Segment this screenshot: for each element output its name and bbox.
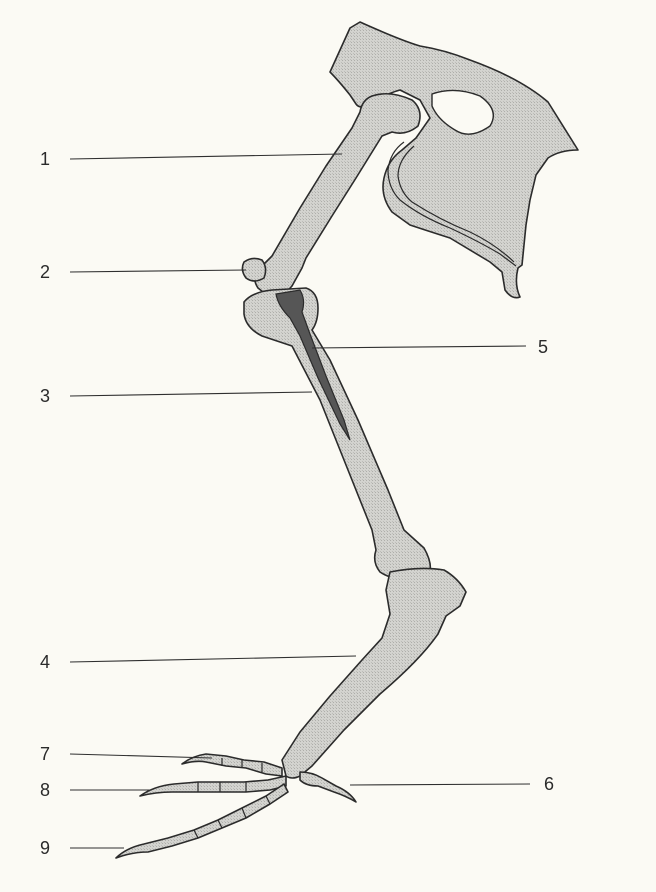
leader-line-4 — [70, 656, 356, 662]
label-6: 6 — [544, 775, 554, 793]
leader-line-5 — [312, 346, 526, 348]
label-7: 7 — [40, 745, 50, 763]
label-9: 9 — [40, 839, 50, 857]
label-8: 8 — [40, 781, 50, 799]
hallux-toe — [300, 772, 356, 802]
leader-line-6 — [350, 784, 530, 785]
leader-line-2 — [70, 270, 246, 272]
tarsometatarsus-bone — [282, 568, 466, 778]
leader-line-1 — [70, 154, 342, 159]
label-2: 2 — [40, 263, 50, 281]
label-1: 1 — [40, 150, 50, 168]
label-5: 5 — [538, 338, 548, 356]
tibiotarsus-bone — [244, 288, 430, 580]
label-3: 3 — [40, 387, 50, 405]
label-4: 4 — [40, 653, 50, 671]
toe-middle — [140, 776, 286, 796]
leader-line-3 — [70, 392, 312, 396]
leader-line-7 — [70, 754, 212, 758]
